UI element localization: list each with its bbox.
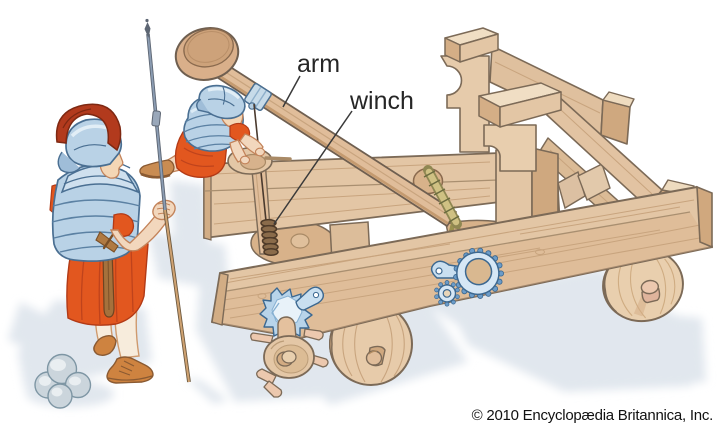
svg-text:winch: winch — [349, 87, 414, 115]
svg-text:© 2010 Encyclopædia Britannica: © 2010 Encyclopædia Britannica, Inc. — [472, 407, 713, 424]
svg-text:arm: arm — [297, 50, 340, 78]
